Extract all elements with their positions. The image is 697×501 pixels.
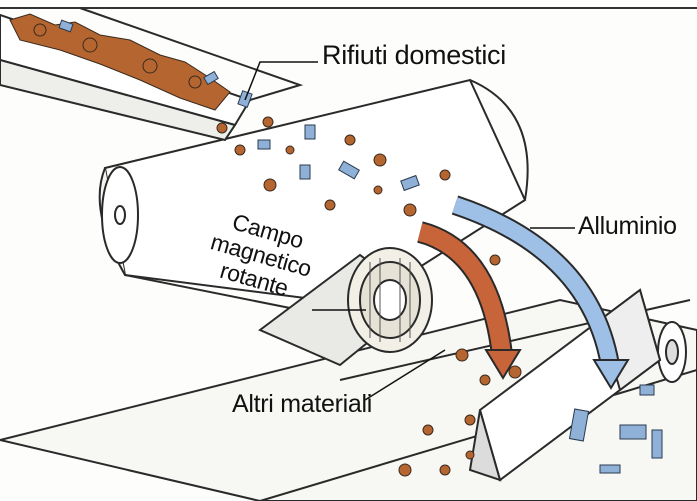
label-other-materials: Altri materiali [232, 390, 372, 419]
label-aluminium: Alluminio [578, 212, 677, 241]
label-household-waste: Rifiuti domestici [322, 40, 506, 71]
